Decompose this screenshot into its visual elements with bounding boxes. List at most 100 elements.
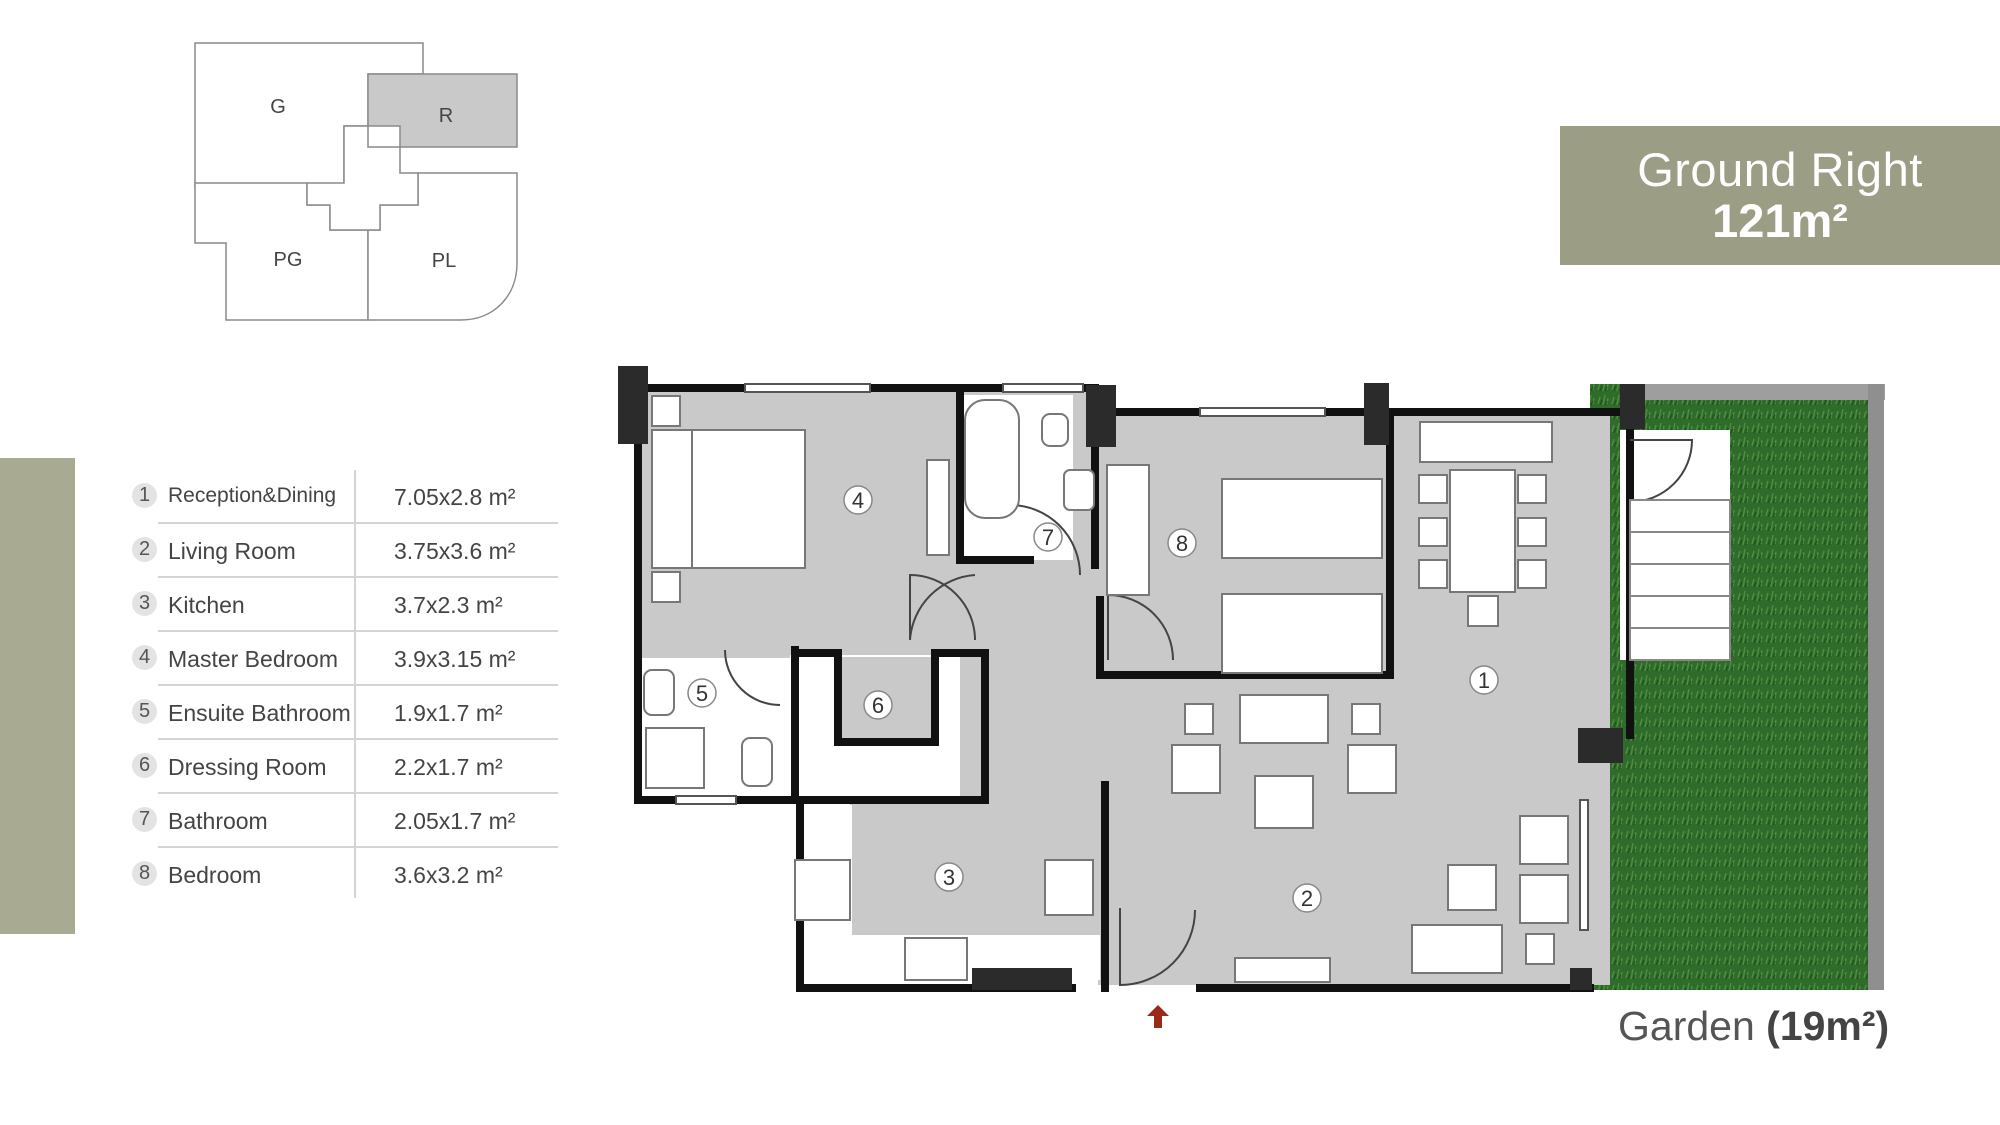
bed-pillow [651, 429, 693, 569]
key-plan: G R PG PL [194, 42, 518, 321]
tv-unit [1234, 957, 1331, 983]
unit-area: 121m² [1712, 194, 1848, 247]
side-table [1184, 703, 1214, 735]
coffee-table [1447, 864, 1497, 911]
side-accent-bar [0, 458, 75, 934]
garden-steps [1629, 499, 1731, 661]
room-marker-label: 3 [943, 865, 955, 890]
cooktop [904, 937, 968, 981]
room-marker-7: 7 [1033, 522, 1063, 552]
room-name: Kitchen [168, 592, 245, 618]
key-plan-label-pg: PG [274, 249, 303, 271]
room-number-badge: 6 [132, 753, 157, 778]
key-plan-label-g: G [270, 96, 286, 118]
bedroom-desk [1106, 464, 1150, 596]
room-size: 3.75x3.6 m² [394, 538, 516, 564]
room-marker-4: 4 [843, 485, 873, 515]
armchair [1171, 744, 1221, 794]
room-name: Master Bedroom [168, 646, 339, 672]
garden-fence-top [1640, 384, 1885, 400]
row-separator [158, 522, 558, 524]
windows [675, 383, 1589, 931]
side-table [1525, 933, 1555, 965]
single-bed [1221, 478, 1383, 559]
dining-chair [1517, 559, 1547, 589]
room-row: 2 Living Room 3.75x3.6 m² [128, 524, 558, 578]
furniture [643, 395, 1569, 983]
room-name: Reception&Dining [168, 484, 337, 507]
dining-table [1449, 469, 1516, 593]
garden-name: Garden [1618, 1003, 1755, 1049]
row-separator [158, 684, 558, 686]
room-name: Bedroom [168, 862, 262, 888]
sofa [1239, 694, 1329, 744]
coffee-table [1254, 775, 1314, 829]
toilet [741, 737, 773, 787]
armchair [1347, 744, 1397, 794]
dining-chair [1044, 859, 1094, 916]
entrance-arrow-icon [1147, 1005, 1169, 1028]
room-schedule-table: 1 Reception&Dining 7.05x2.8 m² 2 Living … [128, 470, 558, 900]
key-plan-label-pl: PL [432, 250, 456, 272]
room-marker-label: 1 [1478, 668, 1490, 693]
room-number-badge: 7 [132, 807, 157, 832]
armchair [1519, 874, 1569, 924]
garden-area: (19m²) [1766, 1003, 1890, 1049]
room-markers: 1 2 3 4 5 6 7 8 [687, 485, 1499, 913]
dining-chair [1467, 595, 1499, 627]
room-marker-label: 2 [1301, 886, 1313, 911]
key-plan-core [306, 125, 419, 231]
room-row: 3 Kitchen 3.7x2.3 m² [128, 578, 558, 632]
room-row: 1 Reception&Dining 7.05x2.8 m² [128, 470, 558, 524]
dining-chair [1418, 559, 1448, 589]
room-marker-label: 6 [872, 693, 884, 718]
room-name: Dressing Room [168, 754, 327, 780]
room-row: 4 Master Bedroom 3.9x3.15 m² [128, 632, 558, 686]
room-row: 7 Bathroom 2.05x1.7 m² [128, 794, 558, 848]
garden-fence-right [1868, 384, 1884, 990]
room-marker-8: 8 [1167, 528, 1197, 558]
washbasin [643, 669, 675, 716]
key-plan-label-r: R [439, 105, 453, 127]
kitchen-sink [794, 859, 851, 921]
row-separator [158, 576, 558, 578]
bathtub [964, 399, 1020, 519]
room-marker-6: 6 [863, 690, 893, 720]
room-marker-3: 3 [934, 862, 964, 892]
room-marker-1: 1 [1469, 665, 1499, 695]
dining-chair [1418, 517, 1448, 547]
side-table [651, 571, 681, 603]
room-size: 2.2x1.7 m² [394, 754, 503, 780]
sideboard [1419, 421, 1553, 463]
room-number-badge: 8 [132, 861, 157, 886]
row-separator [158, 792, 558, 794]
room-size: 1.9x1.7 m² [394, 700, 503, 726]
side-table [1351, 703, 1381, 735]
wardrobe [926, 459, 950, 556]
room-number-badge: 4 [132, 645, 157, 670]
room-name: Bathroom [168, 808, 268, 834]
room-marker-5: 5 [687, 678, 717, 708]
room-number-badge: 1 [132, 483, 157, 508]
room-marker-label: 5 [696, 681, 708, 706]
dining-chair [1517, 474, 1547, 504]
side-table [651, 395, 681, 427]
single-bed [1221, 593, 1383, 674]
garden-label: Garden (19m²) [1618, 1003, 1889, 1050]
room-name: Ensuite Bathroom [168, 700, 351, 726]
room-number-badge: 3 [132, 591, 157, 616]
sofa [1411, 924, 1503, 974]
shower-tray [645, 727, 705, 789]
room-row: 6 Dressing Room 2.2x1.7 m² [128, 740, 558, 794]
armchair [1519, 815, 1569, 865]
room-marker-label: 7 [1042, 525, 1054, 550]
room-marker-label: 8 [1176, 531, 1188, 556]
room-number-badge: 2 [132, 537, 157, 562]
room-marker-label: 4 [852, 488, 864, 513]
room-size: 3.6x3.2 m² [394, 862, 503, 888]
room-size: 3.7x2.3 m² [394, 592, 503, 618]
room-size: 2.05x1.7 m² [394, 808, 516, 834]
unit-name: Ground Right [1637, 143, 1923, 196]
row-separator [158, 738, 558, 740]
